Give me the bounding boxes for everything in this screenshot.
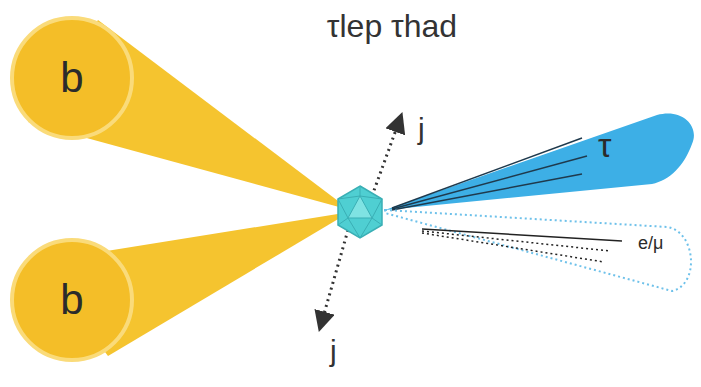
jet-flavour: b — [60, 54, 83, 102]
interaction-vertex — [338, 186, 382, 238]
jet-flavour: b — [60, 276, 83, 324]
lepton-cone — [385, 210, 691, 291]
jet-label: j — [418, 112, 425, 147]
jet-label: j — [330, 334, 337, 369]
b-jet-disc — [12, 240, 132, 360]
lepton-track — [422, 229, 622, 241]
jet-arrow — [320, 230, 348, 328]
neutrino-line — [422, 233, 604, 262]
lepton-jet: e/μ — [382, 205, 698, 297]
track-line — [392, 174, 582, 210]
particle-label: e/μ — [638, 233, 663, 254]
tau-cone — [385, 113, 694, 210]
tau-jet: τ — [382, 108, 698, 218]
node-shape — [382, 108, 698, 218]
b-jet: b — [10, 16, 134, 140]
track-line — [392, 138, 582, 208]
b-jet-disc — [12, 18, 132, 138]
jet-arrow — [372, 116, 401, 196]
b-jet: b — [10, 238, 134, 362]
particle-label: τ — [598, 126, 611, 165]
diagram-title: τlep τhad — [327, 8, 457, 45]
track-line — [392, 156, 587, 209]
